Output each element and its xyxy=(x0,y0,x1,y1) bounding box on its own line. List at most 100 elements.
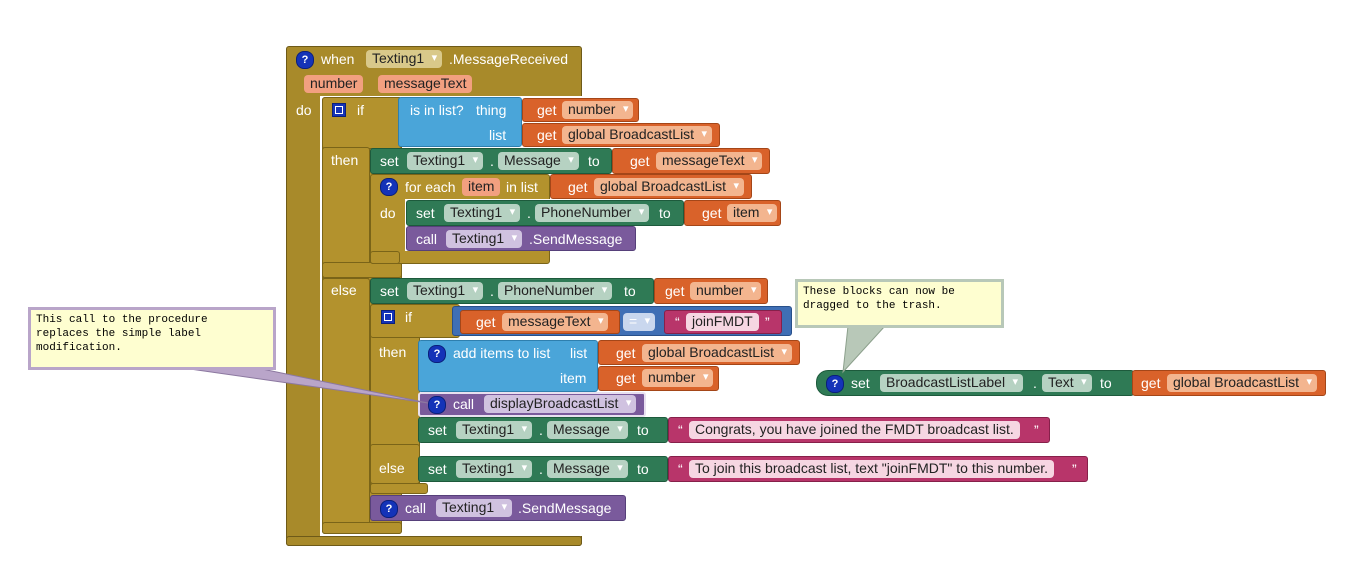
param-number[interactable]: number xyxy=(304,75,364,93)
help-icon[interactable]: ? xyxy=(428,345,446,363)
set-label: set xyxy=(380,283,399,299)
event-name: .MessageReceived xyxy=(449,51,569,67)
dot-label: . xyxy=(1033,375,1037,391)
help-icon[interactable]: ? xyxy=(380,178,398,196)
get-label: get xyxy=(616,370,636,386)
component-dropdown[interactable]: Texting1 xyxy=(407,282,484,300)
else-label: else xyxy=(379,460,405,476)
then-section xyxy=(322,147,370,279)
var-dropdown-broadcast-list[interactable]: global BroadcastList xyxy=(562,126,713,144)
component-dropdown[interactable]: Texting1 xyxy=(446,230,523,248)
is-in-list-label: is in list? xyxy=(410,102,464,118)
help-icon[interactable]: ? xyxy=(428,396,446,414)
property-dropdown-text[interactable]: Text xyxy=(1042,374,1092,392)
quote-close: ” xyxy=(765,314,770,330)
var-dropdown-number[interactable]: number xyxy=(690,282,762,300)
then-bottom-bar xyxy=(322,262,402,278)
do-label: do xyxy=(296,102,312,118)
inner-if-header xyxy=(370,304,460,338)
event-component-dropdown[interactable]: Texting1 xyxy=(366,50,443,68)
var-dropdown-broadcast-list[interactable]: global BroadcastList xyxy=(594,178,745,196)
comment-right[interactable]: These blocks can now be dragged to the t… xyxy=(795,279,1004,328)
var-dropdown-number[interactable]: number xyxy=(562,101,634,119)
dot-label: . xyxy=(527,205,531,221)
var-dropdown-message-text[interactable]: messageText xyxy=(502,313,609,331)
component-dropdown[interactable]: BroadcastListLabel xyxy=(880,374,1024,392)
then-label: then xyxy=(379,344,407,360)
event-bottom-bar xyxy=(286,536,582,546)
procedure-dropdown[interactable]: displayBroadcastList xyxy=(484,395,637,413)
quote-close: ” xyxy=(1034,422,1039,438)
var-dropdown-broadcast-list[interactable]: global BroadcastList xyxy=(642,344,793,362)
help-icon[interactable]: ? xyxy=(380,500,398,518)
if-bottom-bar xyxy=(322,522,402,534)
set-label: set xyxy=(428,422,447,438)
add-items-label: add items to list xyxy=(453,345,551,361)
then-label: then xyxy=(331,152,359,168)
property-dropdown-message[interactable]: Message xyxy=(498,152,579,170)
item-label: item xyxy=(560,370,587,386)
add-items-to-list-block[interactable] xyxy=(418,340,598,392)
to-label: to xyxy=(637,461,649,477)
param-message-text[interactable]: messageText xyxy=(378,75,473,93)
call-label: call xyxy=(405,500,427,516)
get-label: get xyxy=(537,102,557,118)
var-dropdown-broadcast-list[interactable]: global BroadcastList xyxy=(1167,374,1318,392)
component-dropdown[interactable]: Texting1 xyxy=(444,204,521,222)
get-label: get xyxy=(476,314,496,330)
if-mutator-icon[interactable] xyxy=(332,103,346,117)
get-label: get xyxy=(630,153,650,169)
get-label: get xyxy=(537,127,557,143)
dot-label: . xyxy=(490,153,494,169)
quote-open: “ xyxy=(678,461,683,477)
inner-if-bottom-bar xyxy=(370,483,428,494)
property-dropdown-phone-number[interactable]: PhoneNumber xyxy=(498,282,613,300)
string-field[interactable]: To join this broadcast list, text "joinF… xyxy=(689,460,1055,478)
to-label: to xyxy=(637,422,649,438)
quote-open: “ xyxy=(678,422,683,438)
var-dropdown-number[interactable]: number xyxy=(642,369,714,387)
component-dropdown[interactable]: Texting1 xyxy=(456,460,533,478)
set-label: set xyxy=(416,205,435,221)
for-each-do-label: do xyxy=(380,205,396,221)
get-label: get xyxy=(568,179,588,195)
is-in-list-block[interactable] xyxy=(398,97,522,147)
quote-open: “ xyxy=(675,314,680,330)
var-dropdown-item[interactable]: item xyxy=(727,204,778,222)
method-label: .SendMessage xyxy=(529,231,623,247)
help-icon[interactable]: ? xyxy=(296,51,314,69)
set-label: set xyxy=(851,375,870,391)
property-dropdown-message[interactable]: Message xyxy=(547,421,628,439)
get-label: get xyxy=(1141,375,1161,391)
if-label: if xyxy=(405,309,412,325)
dot-label: . xyxy=(539,422,543,438)
to-label: to xyxy=(659,205,671,221)
property-dropdown-phone-number[interactable]: PhoneNumber xyxy=(535,204,650,222)
property-dropdown-message[interactable]: Message xyxy=(547,460,628,478)
else-label: else xyxy=(331,282,357,298)
get-label: get xyxy=(702,205,722,221)
operator-dropdown[interactable]: = xyxy=(623,313,656,331)
dot-label: . xyxy=(539,461,543,477)
set-label: set xyxy=(428,461,447,477)
component-dropdown[interactable]: Texting1 xyxy=(436,499,513,517)
help-icon[interactable]: ? xyxy=(826,375,844,393)
string-field[interactable]: joinFMDT xyxy=(686,313,759,331)
list-label: list xyxy=(570,345,588,361)
for-each-label: for each xyxy=(405,179,456,195)
set-label: set xyxy=(380,153,399,169)
thing-label: thing xyxy=(476,102,507,118)
call-label: call xyxy=(453,396,475,412)
if-mutator-icon[interactable] xyxy=(381,310,395,324)
string-field[interactable]: Congrats, you have joined the FMDT broad… xyxy=(689,421,1020,439)
var-dropdown-message-text[interactable]: messageText xyxy=(656,152,763,170)
comment-left[interactable]: This call to the procedure replaces the … xyxy=(28,307,276,370)
param-item[interactable]: item xyxy=(462,178,501,196)
method-label: .SendMessage xyxy=(518,500,612,516)
else-section xyxy=(322,278,370,534)
to-label: to xyxy=(624,283,636,299)
if-label: if xyxy=(357,102,364,118)
get-label: get xyxy=(616,345,636,361)
component-dropdown[interactable]: Texting1 xyxy=(456,421,533,439)
component-dropdown[interactable]: Texting1 xyxy=(407,152,484,170)
